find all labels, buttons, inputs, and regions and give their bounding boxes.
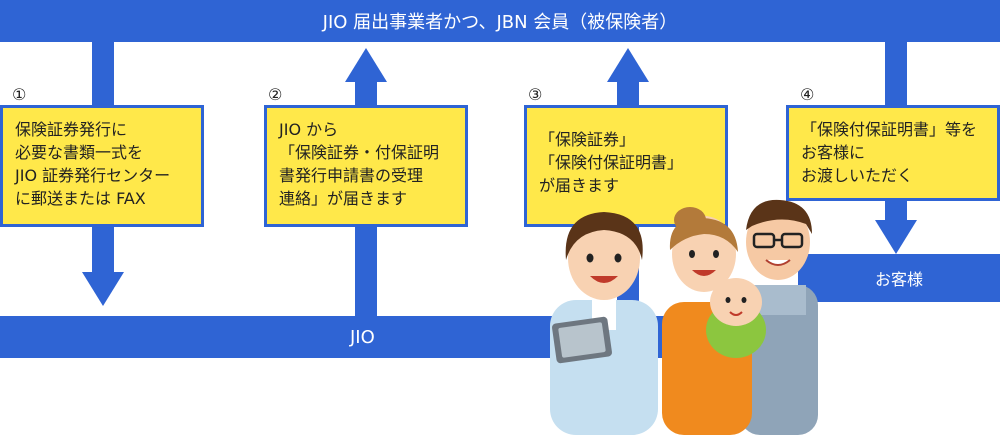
step-2-line: 書発行申請書の受理 [279, 166, 424, 185]
step-4-number: ④ [800, 85, 815, 104]
baby-figure [706, 278, 766, 358]
member-bar-label: JIO 届出事業者かつ、JBN 会員（被保険者） [322, 12, 678, 33]
staff-figure [550, 212, 658, 435]
customer-bar: お客様 [798, 254, 1000, 302]
step-4-box: 「保険付保証明書」等を お客様に お渡しいただく [786, 105, 1000, 201]
step-2-line: 「保険証券・付保証明 [279, 143, 440, 162]
step-2-box: JIO から 「保険証券・付保証明 書発行申請書の受理 連絡」が届きます [264, 105, 468, 227]
jio-bar-label: JIO [350, 326, 375, 348]
step-3-line: 「保険付保証明書」 [539, 153, 684, 172]
step-1-box: 保険証券発行に 必要な書類一式を JIO 証券発行センター に郵送または FAX [0, 105, 204, 227]
step-1-line: に郵送または FAX [15, 189, 146, 208]
family-illustration [550, 199, 818, 435]
step-3-box: 「保険証券」 「保険付保証明書」 が届きます [524, 105, 728, 227]
step-1-line: 必要な書類一式を [15, 143, 144, 162]
step-2-number: ② [268, 85, 283, 104]
step-1-line: JIO 証券発行センター [15, 166, 171, 185]
step-2-line: JIO から [279, 120, 339, 139]
step-4-line: 「保険付保証明書」等を [801, 120, 978, 139]
step-3-line: 「保険証券」 [539, 130, 636, 149]
step-3-number: ③ [528, 85, 543, 104]
step-2-line: 連絡」が届きます [279, 189, 408, 208]
customer-bar-label: お客様 [874, 270, 923, 289]
step-1-line: 保険証券発行に [15, 120, 128, 139]
step-1-number: ① [12, 85, 27, 104]
step-3-line: が届きます [539, 176, 620, 195]
member-bar: JIO 届出事業者かつ、JBN 会員（被保険者） [0, 0, 1000, 42]
step-4-line: お渡しいただく [801, 166, 914, 185]
step-4-line: お客様に [801, 143, 866, 162]
